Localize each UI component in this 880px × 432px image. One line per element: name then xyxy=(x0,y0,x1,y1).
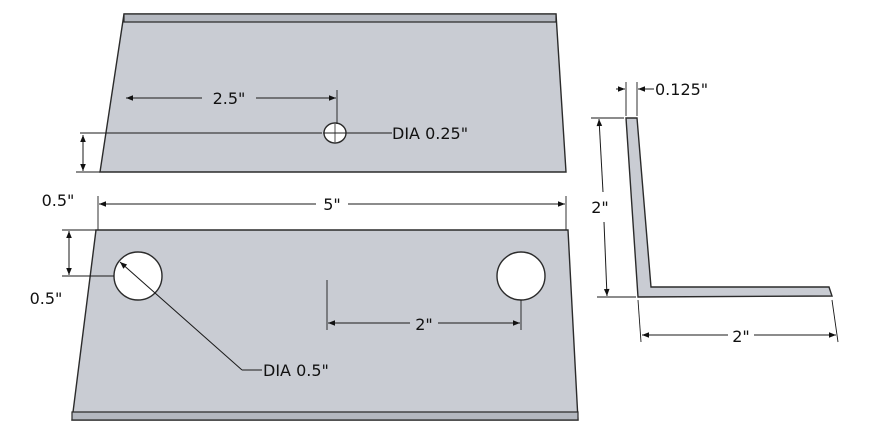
dim-top-hole-diameter: DIA 0.25" xyxy=(80,124,468,143)
bottom-plate-edge xyxy=(71,411,579,421)
bottom-plate-hole-right xyxy=(496,251,546,301)
angle-profile xyxy=(625,117,833,298)
dim-bottom-edge-offset: 0.5" xyxy=(30,229,114,308)
dim-leg-width: 2" xyxy=(637,299,839,346)
dim-hole-spacing: 2" xyxy=(326,280,522,334)
label-hole-spacing: 2" xyxy=(415,315,433,334)
label-top-hole-offset: 2.5" xyxy=(213,89,246,108)
top-plate-face xyxy=(99,13,567,173)
label-leg-width: 2" xyxy=(732,327,750,346)
dim-thickness: 0.125" xyxy=(616,80,708,116)
top-plate-edge xyxy=(123,13,557,23)
label-bottom-edge-offset: 0.5" xyxy=(30,289,63,308)
label-top-hole-diameter: DIA 0.25" xyxy=(392,124,468,143)
label-top-edge-offset: 0.5" xyxy=(42,191,75,210)
label-thickness: 0.125" xyxy=(655,80,708,99)
bottom-plate xyxy=(71,229,579,421)
dim-overall-length: 5" xyxy=(97,195,567,230)
angle-profile-shape xyxy=(625,117,833,298)
dim-top-edge-offset: 0.5" xyxy=(42,135,100,210)
label-overall-length: 5" xyxy=(323,195,341,214)
label-leg-height: 2" xyxy=(591,198,609,217)
top-plate xyxy=(99,13,567,173)
dim-leg-height: 2" xyxy=(591,117,636,298)
dim-top-hole-offset: 2.5" xyxy=(126,89,338,124)
dim-bottom-hole-diameter: DIA 0.5" xyxy=(119,261,329,380)
label-bottom-hole-diameter: DIA 0.5" xyxy=(263,361,329,380)
